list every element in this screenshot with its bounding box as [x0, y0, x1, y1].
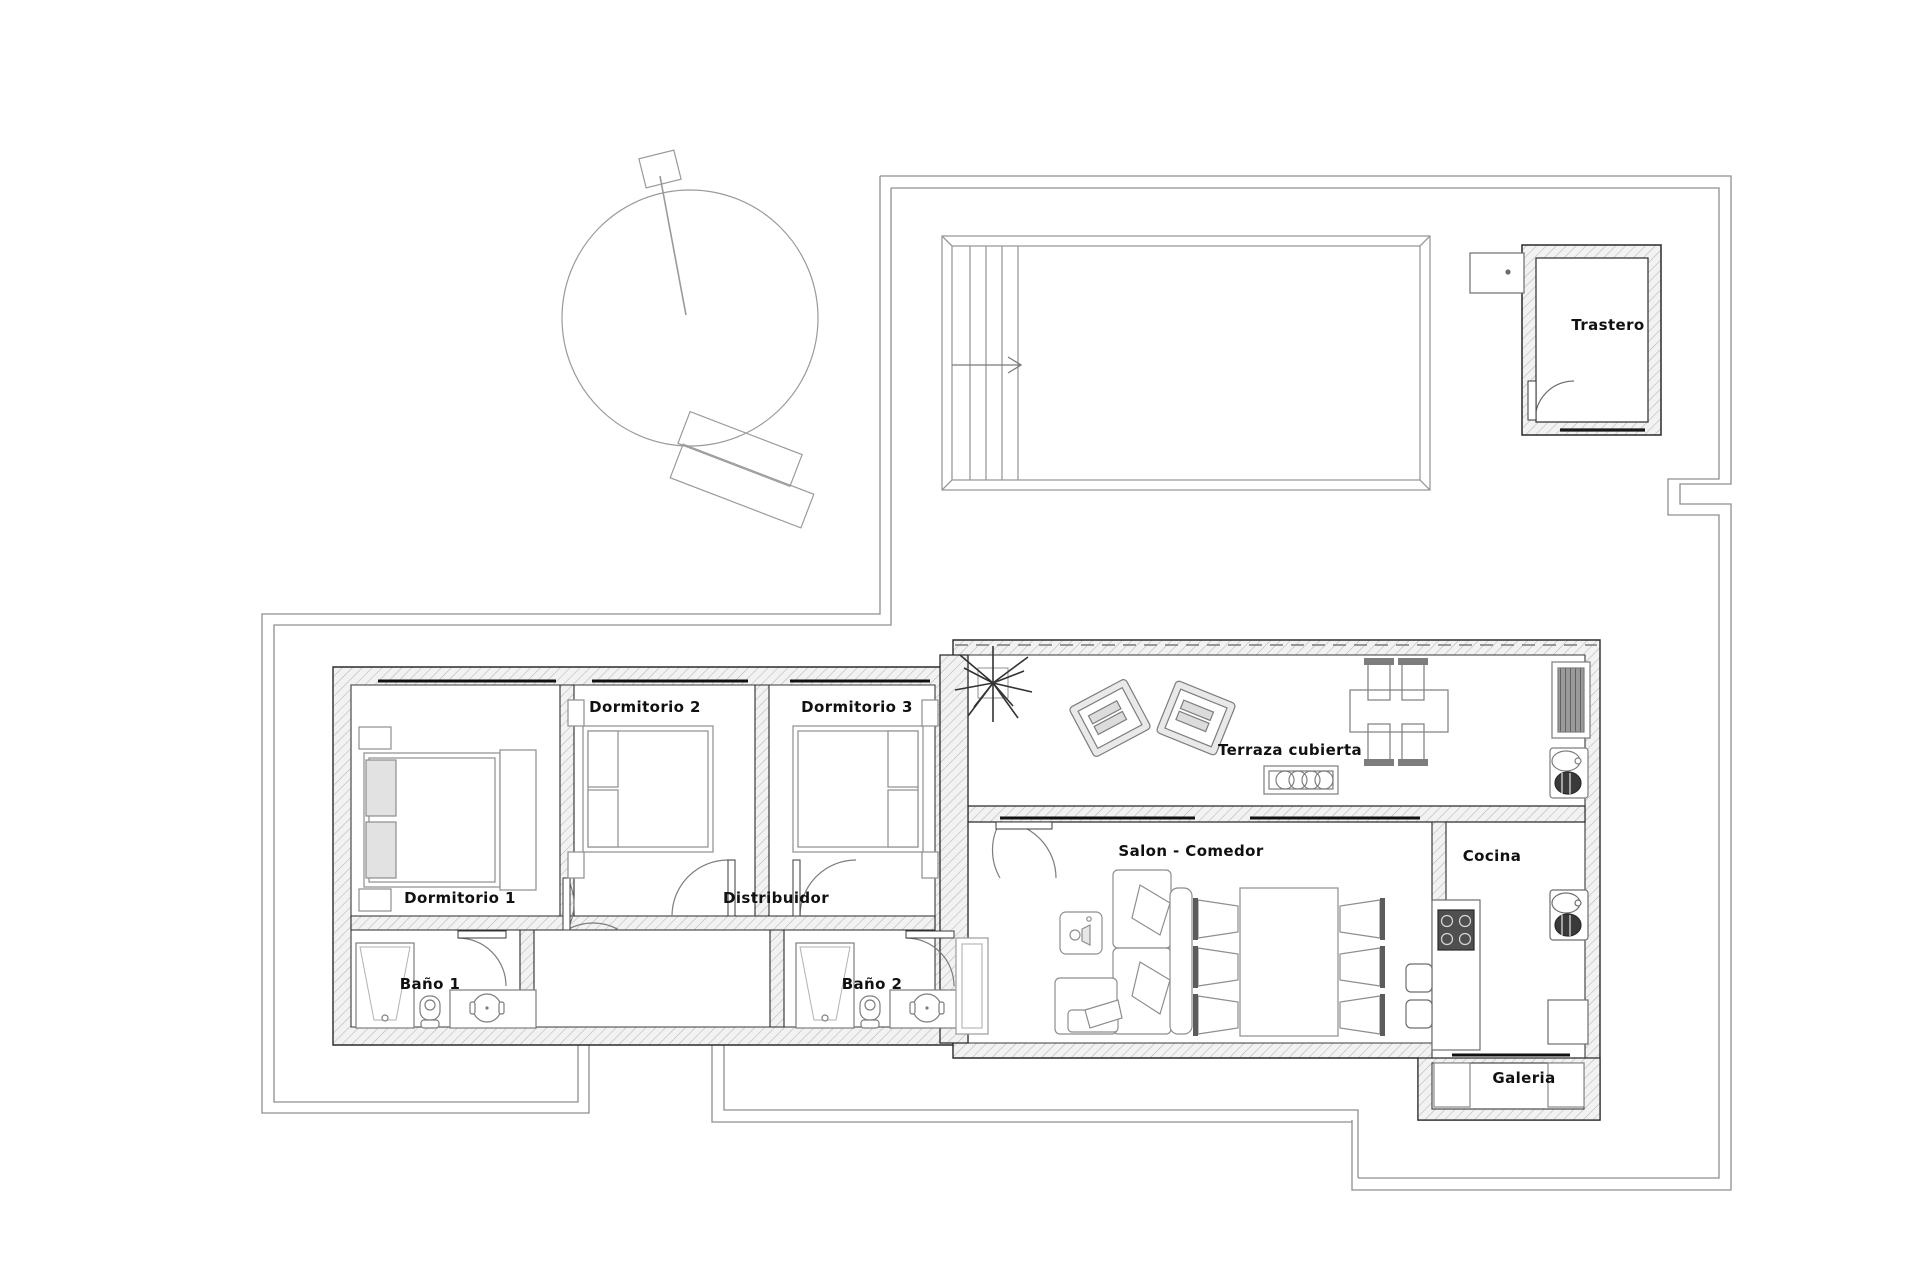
nightstand	[358, 726, 392, 750]
room-label-bano-2: Baño 2	[842, 975, 903, 993]
room-label-distribuidor: Distribuidor	[723, 889, 829, 907]
room-label-terraza-cubierta: Terraza cubierta	[1218, 741, 1362, 759]
pool-entry-arrow	[952, 356, 1023, 374]
parking-bay	[677, 410, 803, 488]
washbasin	[449, 989, 537, 1029]
room-label-trastero: Trastero	[1571, 316, 1644, 334]
dormitorio-2-furniture	[567, 699, 714, 879]
room-label-salon-comedor: Salon - Comedor	[1118, 842, 1263, 860]
room-label-dormitorio-2: Dormitorio 2	[589, 698, 701, 716]
kitchen-stool	[1405, 963, 1433, 993]
bano-1-furniture	[355, 942, 537, 1029]
circular-driveway	[561, 149, 819, 447]
nightstand	[358, 888, 392, 912]
plot-boundary	[261, 175, 1732, 1191]
dormitorio-3-furniture	[792, 699, 939, 879]
trastero-room	[1469, 244, 1662, 436]
outdoor-coffee-table	[1263, 765, 1339, 795]
pool-steps	[969, 246, 1019, 480]
door-bano1	[457, 930, 507, 987]
parking-bay	[669, 443, 815, 529]
pillow	[587, 730, 619, 788]
nightstand	[921, 851, 939, 879]
pillow	[587, 789, 619, 848]
outdoor-chairs	[1364, 658, 1428, 766]
dining-chairs	[1193, 898, 1385, 1036]
room-label-bano-1: Baño 1	[400, 975, 461, 993]
cooktop	[1437, 909, 1475, 951]
kitchen-sink	[1549, 889, 1589, 941]
door-dorm3	[792, 859, 857, 917]
room-label-galeria: Galeria	[1492, 1069, 1555, 1087]
tv-console	[1059, 911, 1103, 955]
room-label-dormitorio-1: Dormitorio 1	[404, 889, 516, 907]
outdoor-armchair	[1069, 679, 1151, 757]
galeria-furniture	[1433, 1062, 1585, 1108]
pillow	[887, 730, 919, 788]
linen-cupboard	[955, 937, 989, 1035]
room-label-dormitorio-3: Dormitorio 3	[801, 698, 913, 716]
door-entrance-salon	[991, 821, 1057, 879]
nightstand	[567, 699, 585, 727]
nightstand	[921, 699, 939, 727]
terraza-furniture	[954, 646, 1591, 799]
room-label-cocina: Cocina	[1463, 847, 1522, 865]
door-dorm2	[671, 859, 736, 917]
cocina-furniture	[1405, 889, 1589, 1051]
nightstand	[567, 851, 585, 879]
kitchen-base-unit	[1547, 999, 1589, 1045]
outdoor-sink	[1549, 747, 1589, 799]
outdoor-table	[1349, 658, 1449, 766]
utility-sink	[1469, 252, 1525, 294]
shower-tray	[355, 942, 415, 1029]
door-dorm1	[562, 877, 620, 931]
room-label-layer: Dormitorio 1 Dormitorio 2 Dormitorio 3 D…	[400, 316, 1645, 1087]
trastero-door	[1527, 380, 1575, 421]
pillow	[365, 821, 397, 879]
parking-bays	[669, 410, 815, 529]
doors	[457, 821, 1057, 987]
toilet	[419, 995, 441, 1029]
swimming-pool	[941, 235, 1431, 491]
shower-tray	[795, 942, 855, 1029]
kitchen-stool	[1405, 999, 1433, 1029]
dormitorio-1-furniture	[358, 726, 537, 912]
dining-table	[1193, 887, 1385, 1037]
salon-comedor-furniture	[1054, 869, 1385, 1037]
windows-and-openings	[378, 679, 1570, 1057]
dryer	[1547, 1062, 1585, 1108]
pillow	[365, 759, 397, 817]
outdoor-armchair	[1156, 680, 1236, 756]
l-shaped-sofa	[1054, 869, 1193, 1035]
washing-machine	[1433, 1062, 1471, 1108]
bed-headboard	[499, 749, 537, 891]
pillow	[887, 789, 919, 848]
toilet	[859, 995, 881, 1029]
potted-plant	[954, 646, 1033, 722]
bano-2-furniture	[795, 937, 989, 1035]
barbecue-grill	[1551, 661, 1591, 739]
door-bano2	[905, 930, 955, 987]
